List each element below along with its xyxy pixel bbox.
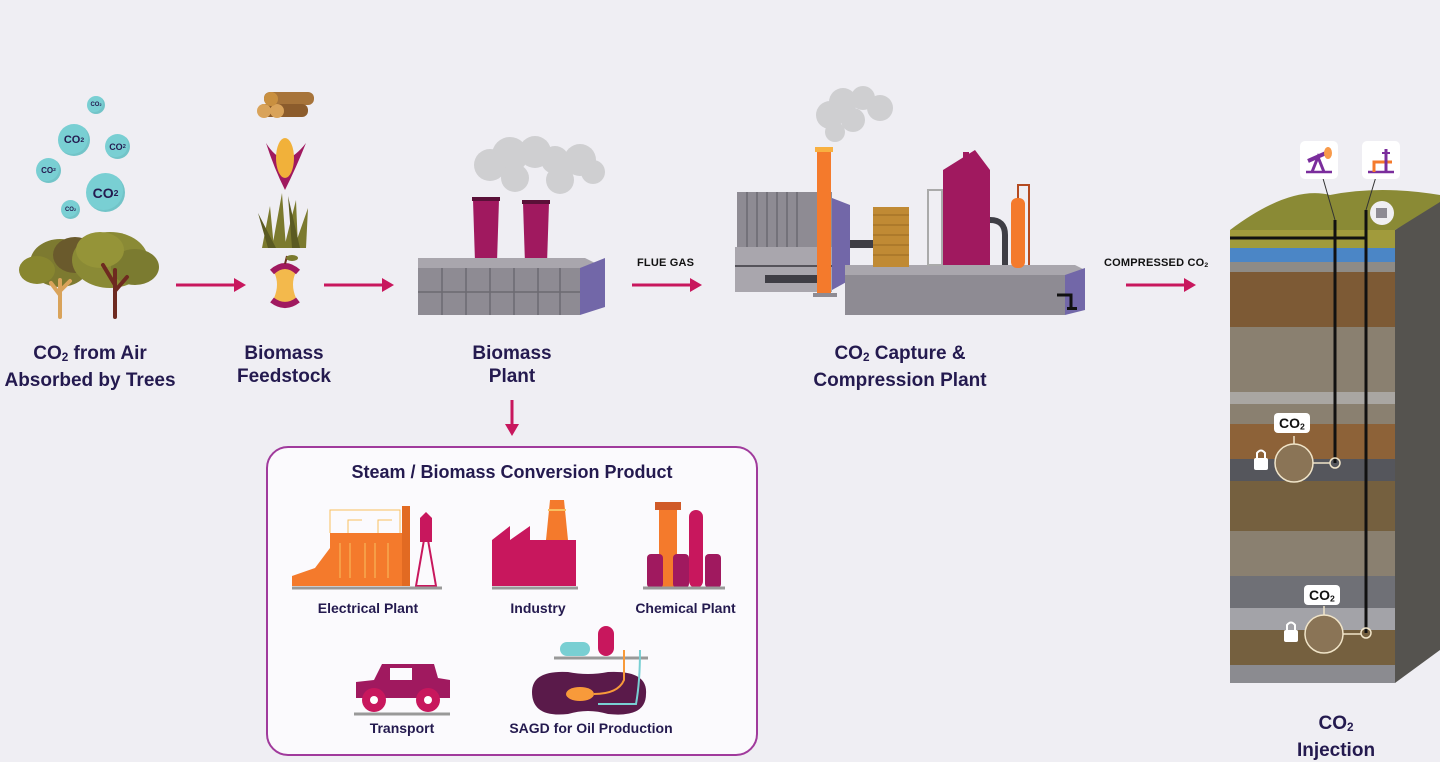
- co2-bubble-sub: 2: [113, 187, 119, 198]
- lock-icon: [1284, 621, 1298, 642]
- flow-label-compressed-co2: COMPRESSED CO2: [1104, 257, 1208, 269]
- stage-label-line: Feedstock: [237, 366, 331, 387]
- smoke-icon: [816, 86, 893, 142]
- flow-label-flue-gas: FLUE GAS: [637, 257, 695, 269]
- stage-label-line: Injection: [1296, 739, 1376, 761]
- pumpjack-icon: [1300, 141, 1338, 179]
- vehicle-icon: [354, 664, 450, 716]
- co2-storage-tag: CO2: [1274, 413, 1310, 434]
- chemical-plant-icon: [643, 502, 725, 590]
- sagd-icon: [532, 626, 648, 715]
- label-sub: 2: [1346, 720, 1354, 734]
- electrical-plant-icon: [292, 506, 442, 590]
- stage-label-injection: CO2 Injection: [1276, 712, 1396, 762]
- stage-label-line: Compression Plant: [813, 369, 987, 391]
- label-text: COMPRESSED CO: [1104, 257, 1205, 269]
- flow-arrow: [632, 278, 702, 292]
- label-text: Capture &: [869, 343, 966, 364]
- stage-label-line: Biomass: [472, 343, 552, 364]
- co2-bubble-sub: 2: [53, 168, 56, 173]
- product-label-sagd: SAGD for Oil Production: [509, 720, 673, 736]
- stage-label-capture: CO2 Capture & Compression Plant: [800, 342, 1000, 392]
- co2-bubble-text: CO: [109, 141, 123, 152]
- co2-bubble-sub: 2: [99, 103, 102, 107]
- factory-icon: [492, 500, 578, 590]
- product-label-chemical-plant: Chemical Plant: [635, 600, 736, 616]
- wellhead-icon: [1362, 141, 1400, 179]
- product-label-transport: Transport: [369, 720, 435, 736]
- co2-bubble-text: CO: [64, 206, 74, 213]
- co2-bubble-text: CO: [90, 102, 100, 108]
- conversion-products-box: Steam / Biomass Conversion Product Elect…: [266, 446, 758, 756]
- trees-icon: [19, 232, 159, 319]
- co2-bubble-sub: 2: [80, 136, 85, 144]
- stage-label-line: Biomass: [244, 343, 324, 364]
- flow-arrow: [176, 278, 246, 292]
- co2-bubble-text: CO: [41, 166, 54, 175]
- label-text: from Air: [68, 343, 147, 364]
- stage-label-line: CO2: [1276, 712, 1396, 739]
- grass-icon: [258, 193, 308, 248]
- label-sub: 2: [1330, 593, 1335, 604]
- co2-reservoir-icon: [1274, 436, 1330, 483]
- co2-bubble-sub: 2: [73, 207, 77, 212]
- stage-label-feedstock: Biomass Feedstock: [214, 342, 354, 388]
- co2-storage-tag: CO2: [1304, 585, 1340, 606]
- apple-core-icon: [269, 255, 301, 308]
- logs-icon: [257, 92, 314, 118]
- flow-arrow: [1126, 278, 1196, 292]
- stage-label-line: Plant: [488, 366, 536, 387]
- co2-reservoir-icon: [1304, 606, 1361, 654]
- feedstock-icons: [257, 92, 314, 308]
- flow-arrow: [324, 278, 394, 292]
- biomass-plant-icon: [418, 136, 605, 315]
- stage-label-line: Absorbed by Trees: [4, 369, 176, 391]
- flow-arrow-down: [505, 400, 519, 436]
- label-sub: 2: [1204, 262, 1209, 270]
- label-text: CO: [1318, 713, 1347, 734]
- label-sub: 2: [862, 350, 870, 364]
- building-icon: [1370, 201, 1394, 225]
- label-text: CO: [33, 343, 62, 364]
- co2-bubble-text: CO: [92, 184, 114, 201]
- label-text: CO: [834, 343, 863, 364]
- co2-bubble-sub: 2: [122, 143, 126, 150]
- products-box-title: Steam / Biomass Conversion Product: [351, 462, 673, 482]
- label-text: CO: [1279, 415, 1300, 431]
- stage-label-line: CO2 Capture &: [800, 342, 1000, 369]
- smoke-icon: [474, 136, 605, 194]
- label-sub: 2: [1300, 421, 1305, 432]
- stage-label-plant: Biomass Plant: [442, 342, 582, 388]
- product-label-electrical-plant: Electrical Plant: [317, 600, 419, 616]
- product-label-industry: Industry: [510, 600, 566, 616]
- capture-plant-icon: [735, 86, 1085, 315]
- label-text: CO: [1309, 587, 1330, 603]
- co2-bubble-text: CO: [63, 134, 81, 146]
- stage-label-trees: CO2 from Air Absorbed by Trees: [0, 342, 180, 392]
- label-sub: 2: [61, 350, 69, 364]
- geological-storage-cross-section: [1230, 167, 1440, 683]
- lock-icon: [1254, 449, 1268, 470]
- stage-label-line: CO2 from Air: [0, 342, 180, 369]
- corn-icon: [266, 138, 306, 190]
